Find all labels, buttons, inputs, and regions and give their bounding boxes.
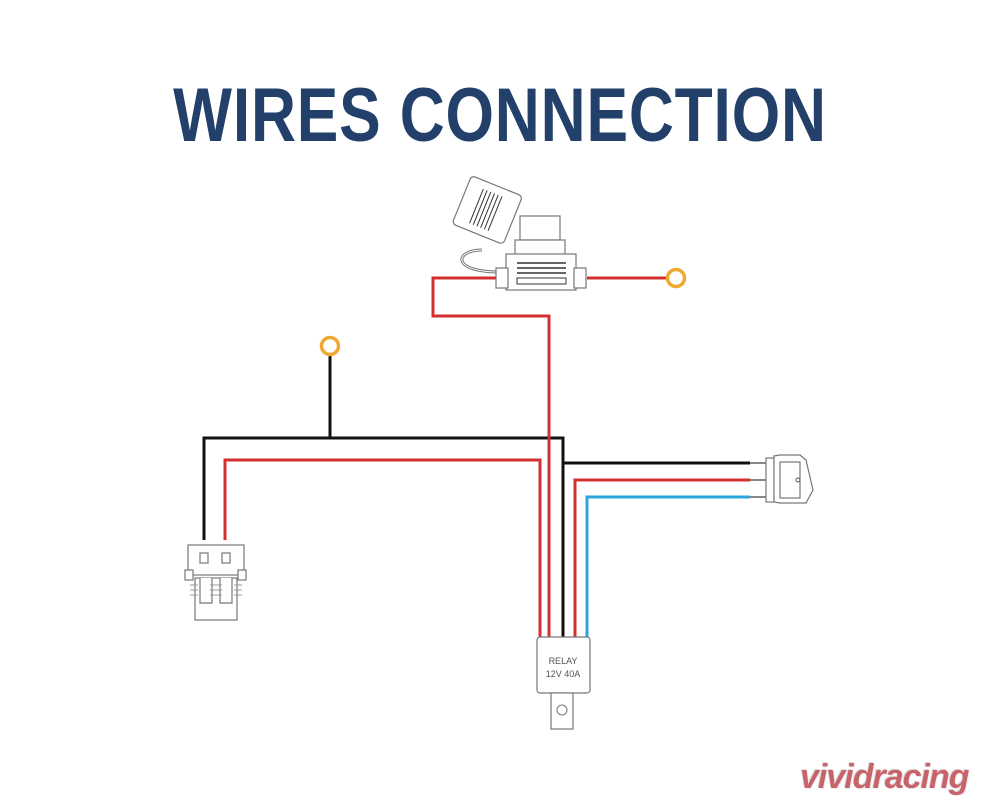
blue-wire-switch (585, 495, 750, 637)
black-wires (202, 354, 750, 637)
ground-ring-terminal-icon (319, 335, 341, 357)
relay-label-line2: 12V 40A (546, 669, 581, 679)
diagram-title: WIRES CONNECTION (173, 73, 827, 158)
red-wires (223, 276, 750, 637)
rocker-switch-icon (750, 454, 814, 504)
red-wire-switch (573, 478, 750, 637)
red-wire-fuse (431, 276, 551, 637)
fuse-holder-icon (452, 176, 587, 291)
battery-ring-terminal-icon (665, 267, 687, 289)
lamp-connector-icon (184, 544, 247, 621)
relay: RELAY 12V 40A (536, 636, 591, 730)
red-wire-lamp (223, 458, 542, 637)
vividracing-logo: vividracing (800, 758, 970, 796)
black-wire-main (202, 436, 565, 637)
relay-label-line1: RELAY (549, 656, 578, 666)
